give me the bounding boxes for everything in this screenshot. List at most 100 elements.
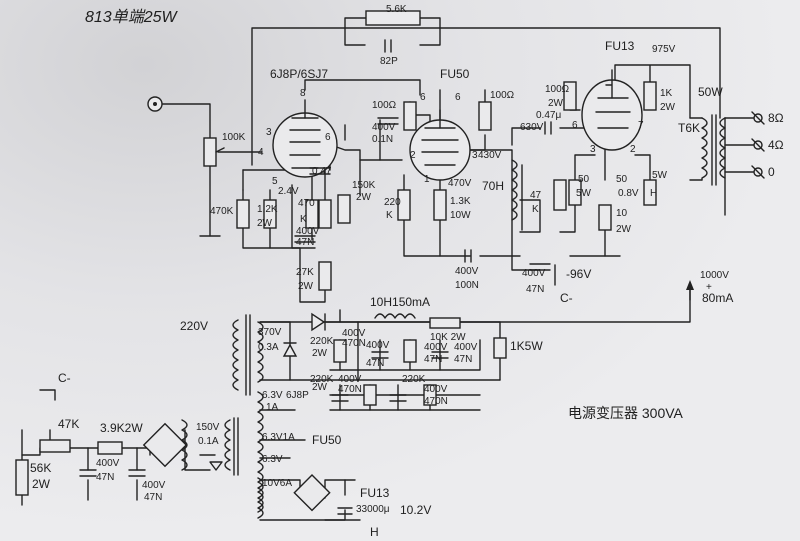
label-fb-cap: 82P [380, 56, 398, 67]
label-pc-a: 220K [310, 336, 334, 347]
label-pc-j: 47N [454, 354, 472, 365]
label-h63-3a: 6.3V1A [262, 432, 295, 443]
label-tube1: 6J8P/6SJ7 [270, 67, 328, 81]
label-v430: 430V [478, 150, 502, 161]
diode-2 [282, 343, 298, 357]
r-3k9 [97, 441, 123, 455]
label-r10-a: 10 [616, 208, 628, 219]
components [15, 10, 765, 519]
volume-pot [203, 137, 217, 167]
label-c01-b: 0.1N [372, 134, 393, 145]
r-220k-psu4 [423, 384, 437, 406]
label-p4: 4 [258, 147, 264, 158]
r-220k [397, 189, 411, 221]
label-c400-100-a: 400V [455, 266, 479, 277]
label-pc-n: 470N [338, 384, 362, 395]
label-b-c2b: 47N [144, 492, 162, 503]
label-r150k-a: 150K [352, 180, 376, 191]
label-r470k-grid: 470K [210, 206, 234, 217]
r-100-anode [478, 101, 492, 131]
r-50-a [568, 179, 582, 206]
label-h-fu50: FU50 [312, 433, 342, 447]
cap-47n-a [294, 235, 316, 243]
label-c400-47-b: 47N [296, 237, 314, 248]
r-load [318, 199, 332, 229]
label-h-6j8p: 6J8P [286, 390, 309, 401]
r-100-2w [563, 81, 577, 111]
label-pc-f: 47N [366, 358, 384, 369]
cap-01 [377, 117, 399, 125]
label-b-47k: 47K [58, 417, 79, 431]
label-fp3: 3 [472, 150, 478, 161]
label-fp1: 1 [424, 174, 430, 185]
cap-100n [464, 249, 472, 263]
pot-47k [39, 439, 71, 453]
r-27k [318, 261, 332, 291]
choke-70h [511, 159, 518, 221]
label-c-cathode: 0.47 [312, 166, 332, 177]
label-r13k-b: 10W [450, 210, 471, 221]
label-b-150a: 150V [196, 422, 220, 433]
r-220k-psu1 [333, 339, 347, 363]
label-fp6b: 6 [420, 92, 426, 103]
label-h63-1b: 1A [266, 402, 279, 413]
label-r50-a: 50 [578, 174, 590, 185]
label-p6: 6 [325, 132, 331, 143]
cap-33000 [337, 507, 353, 515]
label-pin6: 6 [572, 120, 578, 131]
cap-047 [544, 121, 552, 135]
label-h63c: 6.3V [262, 454, 283, 465]
label-r50c-b: 5W [652, 170, 668, 181]
label-p3: 3 [266, 127, 272, 138]
label-v630: 630V [520, 122, 544, 133]
label-spk0: 0 [768, 165, 775, 179]
diode-1 [311, 312, 326, 332]
r-1k2 [263, 199, 277, 229]
label-h63-1a: 6.3V [262, 390, 283, 401]
label-choke10h: 10H150mA [370, 295, 430, 309]
label-out-pow: 50W [698, 85, 723, 99]
power-transformer-secondary [257, 321, 264, 383]
label-h-cap: 33000μ [356, 504, 390, 515]
r-10k-2w [429, 317, 461, 329]
label-pot: 100K [222, 132, 246, 143]
label-pc-i: 400V [454, 342, 478, 353]
label-plus: + [706, 282, 712, 293]
r-56k [15, 459, 29, 496]
label-r27k-a: 27K [296, 267, 314, 278]
label-v08: 0.8V [618, 188, 639, 199]
label-r10k: 10K 2W [430, 332, 466, 343]
label-c400-47b-a: 400V [522, 268, 546, 279]
label-r47k-a: 47 [530, 190, 542, 201]
label-pc-k: 220K [310, 374, 334, 385]
label-h-mark: H [650, 188, 657, 199]
label-v370: 370V [258, 327, 282, 338]
label-r100-b: 100Ω [490, 90, 515, 101]
label-p8: 8 [300, 88, 306, 99]
label-spk4: 4Ω [768, 138, 784, 152]
label-mains: 220V [180, 319, 208, 333]
label-b-39k: 3.9K2W [100, 421, 143, 435]
label-r470k-b: K [300, 214, 307, 225]
label-pin7: 7 [638, 120, 644, 131]
label-b-56k-b: 2W [32, 477, 51, 491]
label-pc-d: 470N [342, 338, 366, 349]
wiring [21, 17, 756, 521]
bridge-heater [293, 474, 331, 512]
r-47k-grid [553, 179, 567, 211]
label-pin3: 3 [590, 144, 596, 155]
label-c-minus: C- [560, 291, 573, 305]
label-h10v: 10V6A [262, 478, 292, 489]
label-c400-47b-b: 47N [526, 284, 544, 295]
cap-47n-b [529, 263, 551, 271]
r-220k-psu2 [403, 339, 417, 363]
r-1k3 [433, 189, 447, 221]
r-220k-psu3 [363, 384, 377, 406]
label-b-c1a: 400V [96, 458, 120, 469]
label-fb-res: 5.6K [386, 4, 407, 15]
label-p5: 5 [272, 176, 278, 187]
label-b-150b: 0.1A [198, 436, 219, 447]
label-r10-b: 2W [616, 224, 632, 235]
